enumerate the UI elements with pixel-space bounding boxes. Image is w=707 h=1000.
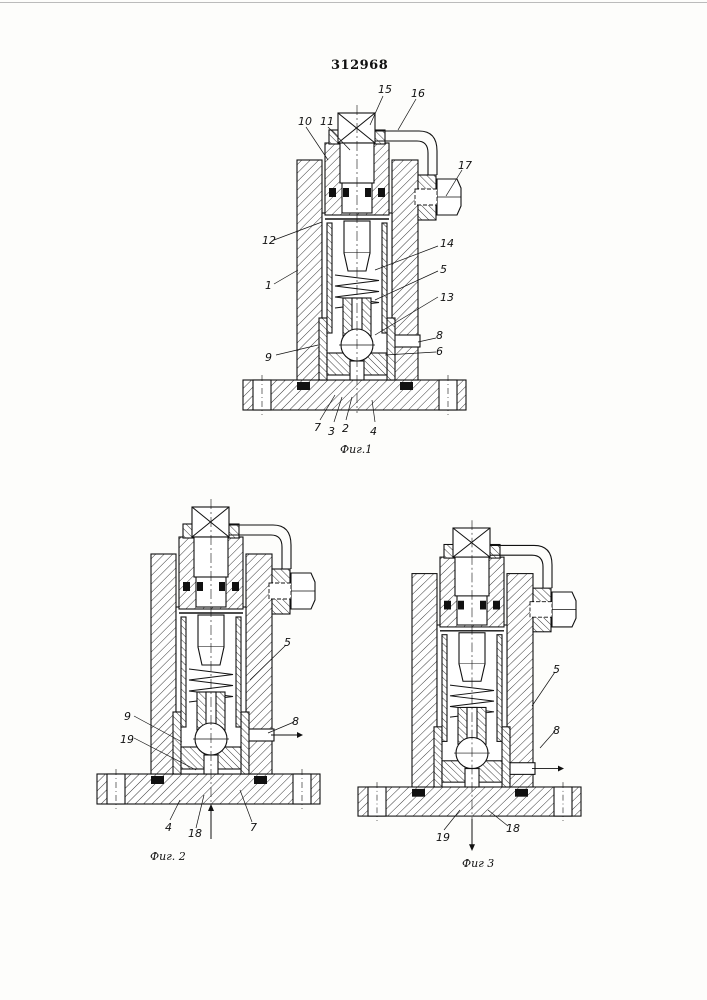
leader-line bbox=[370, 96, 383, 125]
part-label-2: 2 bbox=[342, 423, 349, 434]
part-label-11: 11 bbox=[320, 116, 334, 127]
part-label-16: 16 bbox=[411, 88, 425, 99]
cup-wall-right bbox=[241, 712, 249, 774]
part-label-5: 5 bbox=[284, 637, 291, 648]
flange-base bbox=[358, 787, 581, 816]
seal-ring-left bbox=[297, 382, 310, 390]
flange-base bbox=[243, 380, 466, 410]
part-label-4: 4 bbox=[165, 822, 172, 833]
arrow-head bbox=[469, 844, 475, 851]
o-ring bbox=[365, 188, 371, 197]
bolt-shank bbox=[530, 602, 552, 618]
part-label-15: 15 bbox=[378, 84, 392, 95]
o-ring bbox=[183, 582, 190, 591]
part-label-1: 1 bbox=[265, 280, 272, 291]
figure-2-caption: Фиг. 2 bbox=[150, 850, 186, 863]
sleeve-left bbox=[181, 617, 186, 727]
body-left-wall bbox=[412, 574, 437, 787]
figure-2-drawing bbox=[97, 499, 320, 839]
part-label-4: 4 bbox=[370, 426, 377, 437]
outlet-port bbox=[507, 763, 535, 775]
part-label-18: 18 bbox=[188, 828, 202, 839]
o-ring bbox=[378, 188, 385, 197]
leader-line bbox=[398, 99, 416, 130]
flange-base bbox=[97, 774, 320, 804]
o-ring bbox=[232, 582, 239, 591]
cup-wall-left bbox=[434, 727, 442, 787]
bolt-shank bbox=[269, 583, 291, 599]
o-ring bbox=[458, 601, 464, 610]
sleeve-left bbox=[442, 635, 447, 742]
part-label-9: 9 bbox=[265, 352, 272, 363]
part-label-10: 10 bbox=[298, 116, 312, 127]
patent-number: 312968 bbox=[331, 58, 388, 73]
body-right-wall bbox=[507, 574, 533, 787]
o-ring bbox=[343, 188, 349, 197]
part-label-5: 5 bbox=[553, 664, 560, 675]
part-label-7: 7 bbox=[314, 422, 321, 433]
o-ring bbox=[493, 601, 500, 610]
seal-ring-left bbox=[151, 776, 164, 784]
cup-wall-left bbox=[173, 712, 181, 774]
part-label-19: 19 bbox=[436, 832, 450, 843]
o-ring bbox=[329, 188, 336, 197]
cup-wall-left bbox=[319, 318, 327, 380]
leader-line bbox=[532, 672, 555, 706]
arrow-head bbox=[297, 732, 303, 738]
part-label-8: 8 bbox=[436, 330, 443, 341]
part-label-19: 19 bbox=[120, 734, 134, 745]
part-label-12: 12 bbox=[262, 235, 276, 246]
part-label-8: 8 bbox=[553, 725, 560, 736]
o-ring bbox=[444, 601, 451, 610]
o-ring bbox=[219, 582, 225, 591]
leader-line bbox=[274, 270, 298, 284]
body-left-wall bbox=[151, 554, 176, 774]
outlet-port bbox=[246, 729, 274, 741]
figure-1-caption: Фиг.1 bbox=[340, 443, 372, 456]
seal-ring-right bbox=[254, 776, 267, 784]
arrow-head bbox=[558, 766, 564, 772]
o-ring bbox=[197, 582, 203, 591]
sleeve-right bbox=[236, 617, 241, 727]
seal-ring-left bbox=[412, 789, 425, 797]
o-ring bbox=[480, 601, 486, 610]
part-label-3: 3 bbox=[328, 426, 335, 437]
figure-3-drawing bbox=[358, 520, 581, 851]
part-label-13: 13 bbox=[440, 292, 454, 303]
figure-3-caption: Фиг 3 bbox=[462, 857, 494, 870]
sleeve-left bbox=[327, 223, 332, 333]
seal-ring-right bbox=[515, 789, 528, 797]
part-label-9: 9 bbox=[124, 711, 131, 722]
part-label-5: 5 bbox=[440, 264, 447, 275]
outlet-port bbox=[392, 335, 420, 347]
figure-1-drawing bbox=[243, 105, 466, 415]
seal-ring-right bbox=[400, 382, 413, 390]
cup-wall-right bbox=[502, 727, 510, 787]
part-label-14: 14 bbox=[440, 238, 454, 249]
leader-line bbox=[418, 338, 436, 342]
part-label-6: 6 bbox=[436, 346, 443, 357]
sleeve-right bbox=[382, 223, 387, 333]
part-label-18: 18 bbox=[506, 823, 520, 834]
part-label-7: 7 bbox=[250, 822, 257, 833]
sleeve-right bbox=[497, 635, 502, 742]
part-label-8: 8 bbox=[292, 716, 299, 727]
part-label-17: 17 bbox=[458, 160, 472, 171]
bolt-shank bbox=[415, 189, 437, 205]
